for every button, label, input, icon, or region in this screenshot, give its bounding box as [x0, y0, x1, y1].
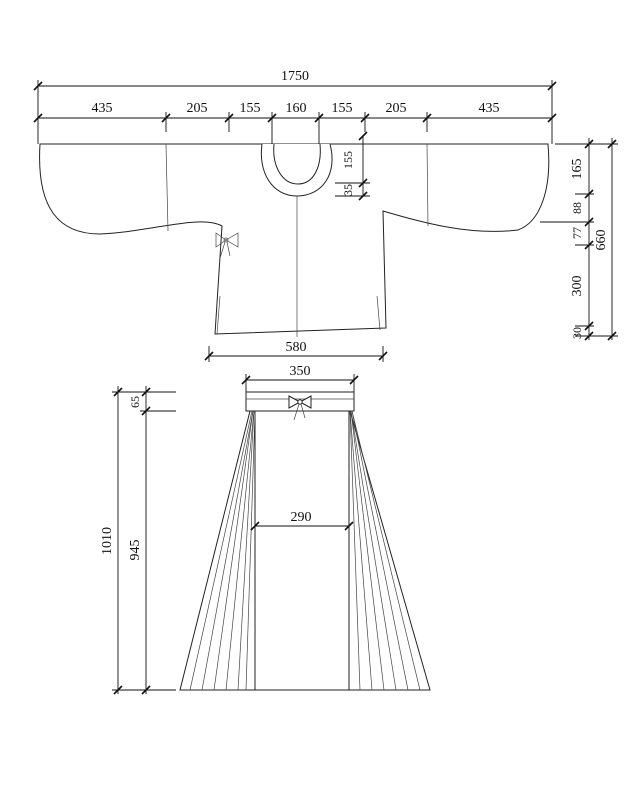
neck-depth-dimension	[335, 131, 370, 201]
right-side-slit	[376, 295, 381, 331]
left-body-width-label: 205	[187, 101, 208, 116]
left-sleeve-width-label: 435	[92, 101, 113, 116]
skirt-vertical-dimensions	[112, 386, 176, 695]
left-pleats	[189, 410, 256, 691]
center-neck-width-label: 160	[286, 101, 307, 116]
skirt-outline	[179, 410, 431, 691]
hem-width-label: 580	[286, 340, 307, 355]
waist-bow-icon	[288, 395, 312, 421]
total-length-label: 660	[594, 230, 609, 251]
hem-width-dimension	[204, 346, 388, 362]
skirt-length-label: 945	[128, 540, 143, 561]
top-garment	[39, 143, 550, 337]
front-panel-dimension	[250, 521, 354, 531]
top-outline	[39, 143, 550, 335]
right-neck-width-label: 155	[332, 101, 353, 116]
neck-depth-label: 155	[341, 151, 355, 169]
skirt-total-length-label: 1010	[100, 527, 115, 555]
left-sleeve-seam	[165, 143, 169, 232]
waist-width-label: 350	[290, 364, 311, 379]
collar-inner	[273, 143, 321, 185]
skirt	[179, 391, 431, 691]
collar-band-label: 35	[341, 184, 355, 196]
right-pleats	[349, 410, 421, 691]
top-dimension-lines	[33, 80, 557, 144]
right-sleeve-seam	[426, 143, 429, 227]
side-length-label: 300	[570, 276, 585, 297]
front-panel-width-label: 290	[291, 510, 312, 525]
overall-width-label: 1750	[281, 69, 309, 84]
waistband-height-label: 65	[128, 396, 142, 408]
left-side-slit	[216, 295, 221, 335]
right-vertical-dimensions	[540, 138, 618, 341]
sleeve-depth-label: 165	[570, 159, 585, 180]
right-body-width-label: 205	[386, 101, 407, 116]
bow-tie-icon	[215, 232, 239, 259]
side-upper-label: 77	[570, 227, 584, 239]
hem-slit-label: 30	[570, 327, 584, 339]
right-sleeve-width-label: 435	[479, 101, 500, 116]
waist-width-dimension	[241, 374, 359, 392]
left-neck-width-label: 155	[240, 101, 261, 116]
underarm-curve-label: 88	[570, 202, 584, 214]
